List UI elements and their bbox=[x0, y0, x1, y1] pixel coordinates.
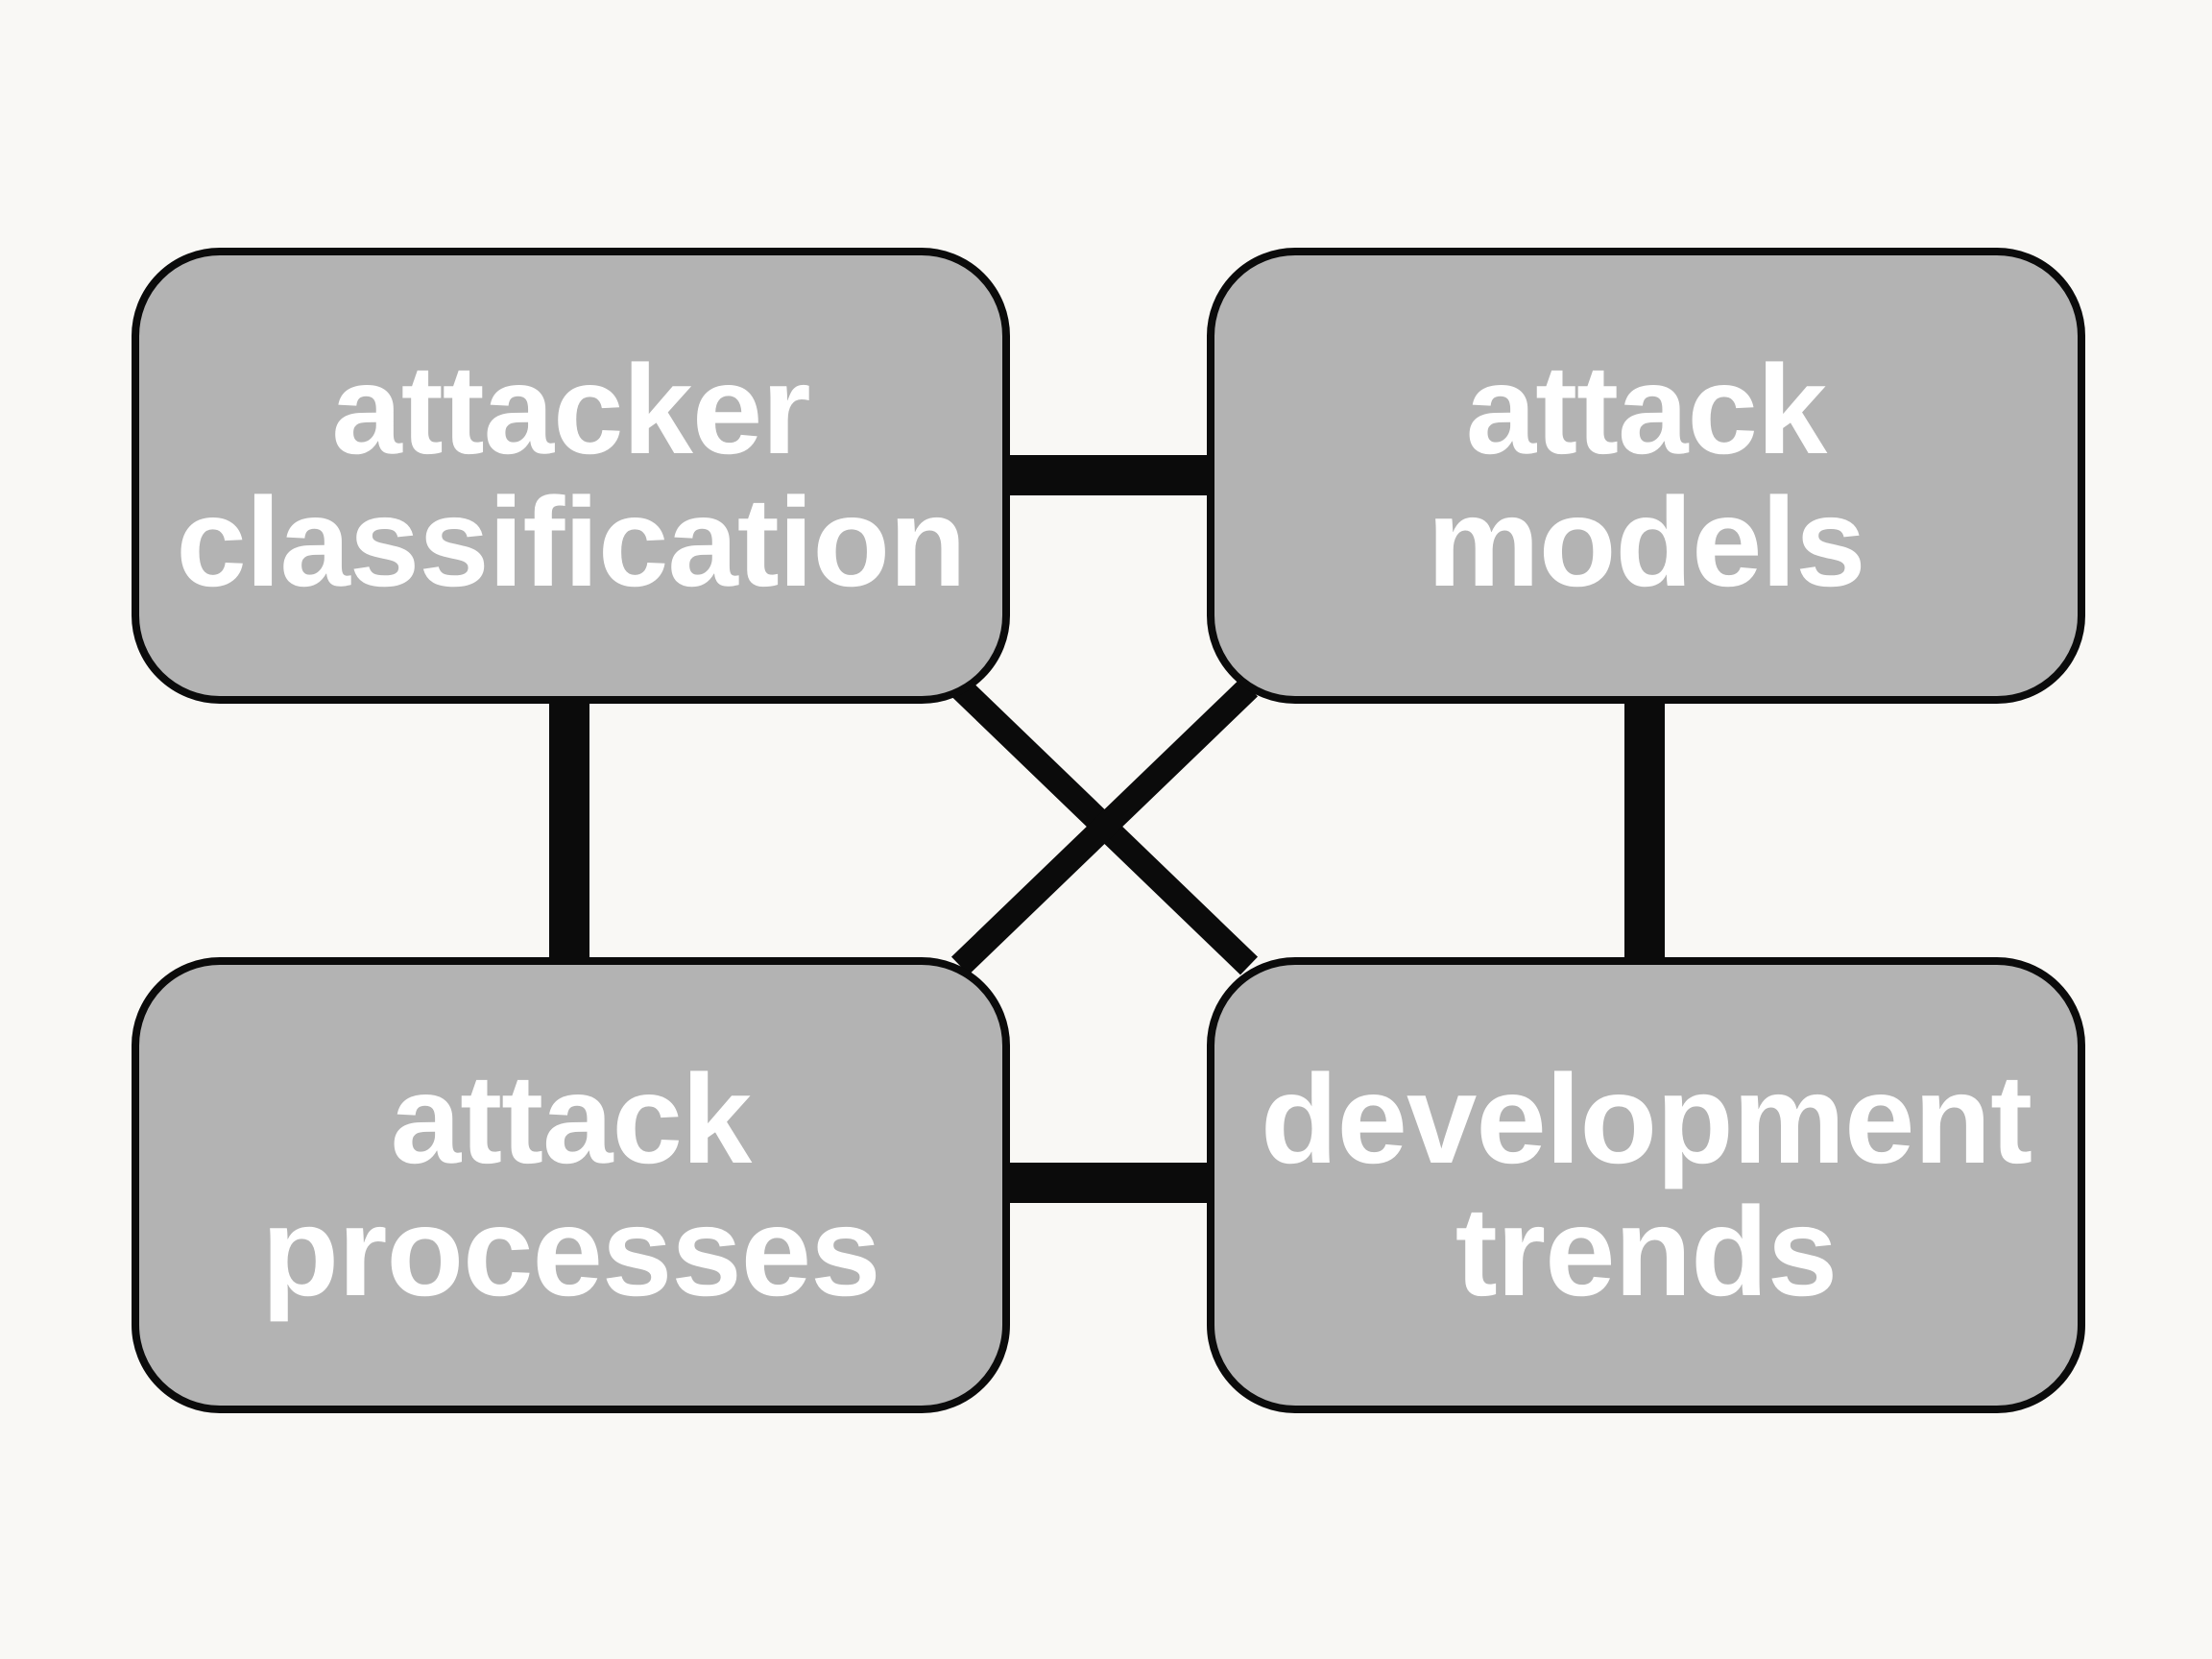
node-label-line-2: processes bbox=[261, 1180, 880, 1322]
node-label-line-1: attacker bbox=[331, 338, 810, 480]
node-label-line-1: development bbox=[1260, 1047, 2032, 1190]
node-attacker-classification: attacker classification bbox=[132, 248, 1010, 704]
node-label-line-1: attack bbox=[390, 1047, 753, 1190]
node-label-line-2: classification bbox=[176, 470, 966, 613]
connector-attack-models-attack-processes bbox=[950, 678, 1259, 975]
node-label-line-2: models bbox=[1427, 470, 1865, 613]
node-attack-processes: attack processes bbox=[132, 957, 1010, 1413]
node-label-line-1: attack bbox=[1465, 338, 1828, 480]
node-attack-models: attack models bbox=[1207, 248, 2085, 704]
node-development-trends: development trends bbox=[1207, 957, 2085, 1413]
node-label-line-2: trends bbox=[1455, 1180, 1838, 1322]
